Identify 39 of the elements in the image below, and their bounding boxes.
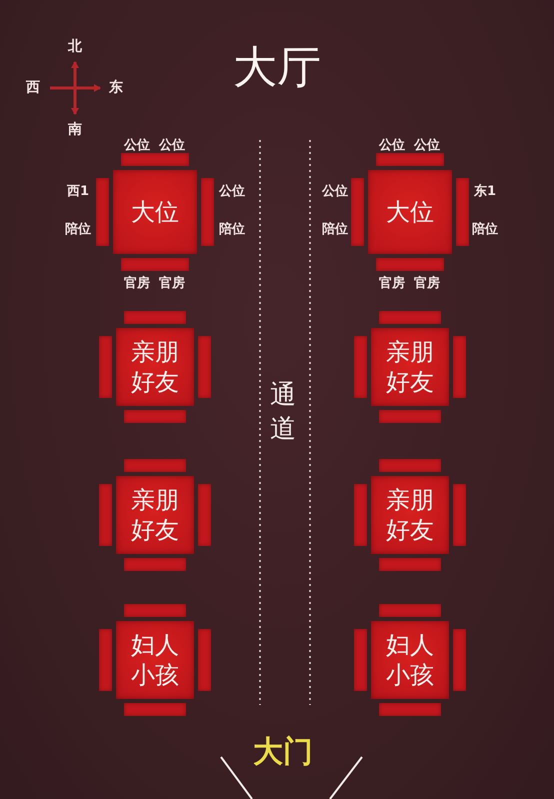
seat-label: 公位 bbox=[414, 138, 440, 154]
table bbox=[116, 476, 194, 554]
seat-label: 官房 bbox=[414, 276, 440, 292]
table-label: 亲朋好友 bbox=[130, 337, 180, 397]
seat-label: 官房 bbox=[124, 276, 150, 292]
table bbox=[371, 621, 449, 699]
seat-label: 公位 bbox=[159, 138, 185, 154]
seat-label: 东1 bbox=[474, 184, 496, 200]
direction-label: 西 bbox=[26, 80, 40, 96]
entrance-label: 大门 bbox=[253, 736, 313, 768]
table bbox=[368, 170, 452, 254]
seat-label: 官房 bbox=[379, 276, 405, 292]
direction-label: 东 bbox=[109, 80, 123, 96]
seat-label: 公位 bbox=[379, 138, 405, 154]
seat-label: 陪位 bbox=[219, 222, 245, 238]
table bbox=[371, 476, 449, 554]
seat-label: 公位 bbox=[219, 184, 245, 200]
table-label: 亲朋好友 bbox=[130, 485, 180, 545]
seat-label: 官房 bbox=[159, 276, 185, 292]
table bbox=[116, 621, 194, 699]
table-label: 妇人小孩 bbox=[385, 630, 435, 690]
direction-label: 北 bbox=[68, 39, 82, 55]
table-label: 亲朋好友 bbox=[385, 485, 435, 545]
table-label: 妇人小孩 bbox=[130, 630, 180, 690]
table bbox=[113, 170, 197, 254]
seat-label: 西1 bbox=[66, 184, 90, 200]
seat-label: 陪位 bbox=[65, 222, 91, 238]
seat-label: 陪位 bbox=[322, 222, 348, 238]
seat-label: 陪位 bbox=[472, 222, 498, 238]
title: 大厅 bbox=[233, 41, 321, 95]
seat-label: 公位 bbox=[124, 138, 150, 154]
table-label: 亲朋好友 bbox=[385, 337, 435, 397]
seat-label: 公位 bbox=[322, 184, 348, 200]
table-label: 大位 bbox=[130, 197, 180, 227]
table bbox=[116, 328, 194, 406]
direction-label: 南 bbox=[68, 122, 82, 138]
table bbox=[371, 328, 449, 406]
table-label: 大位 bbox=[385, 197, 435, 227]
aisle-label: 通道 bbox=[270, 379, 296, 446]
